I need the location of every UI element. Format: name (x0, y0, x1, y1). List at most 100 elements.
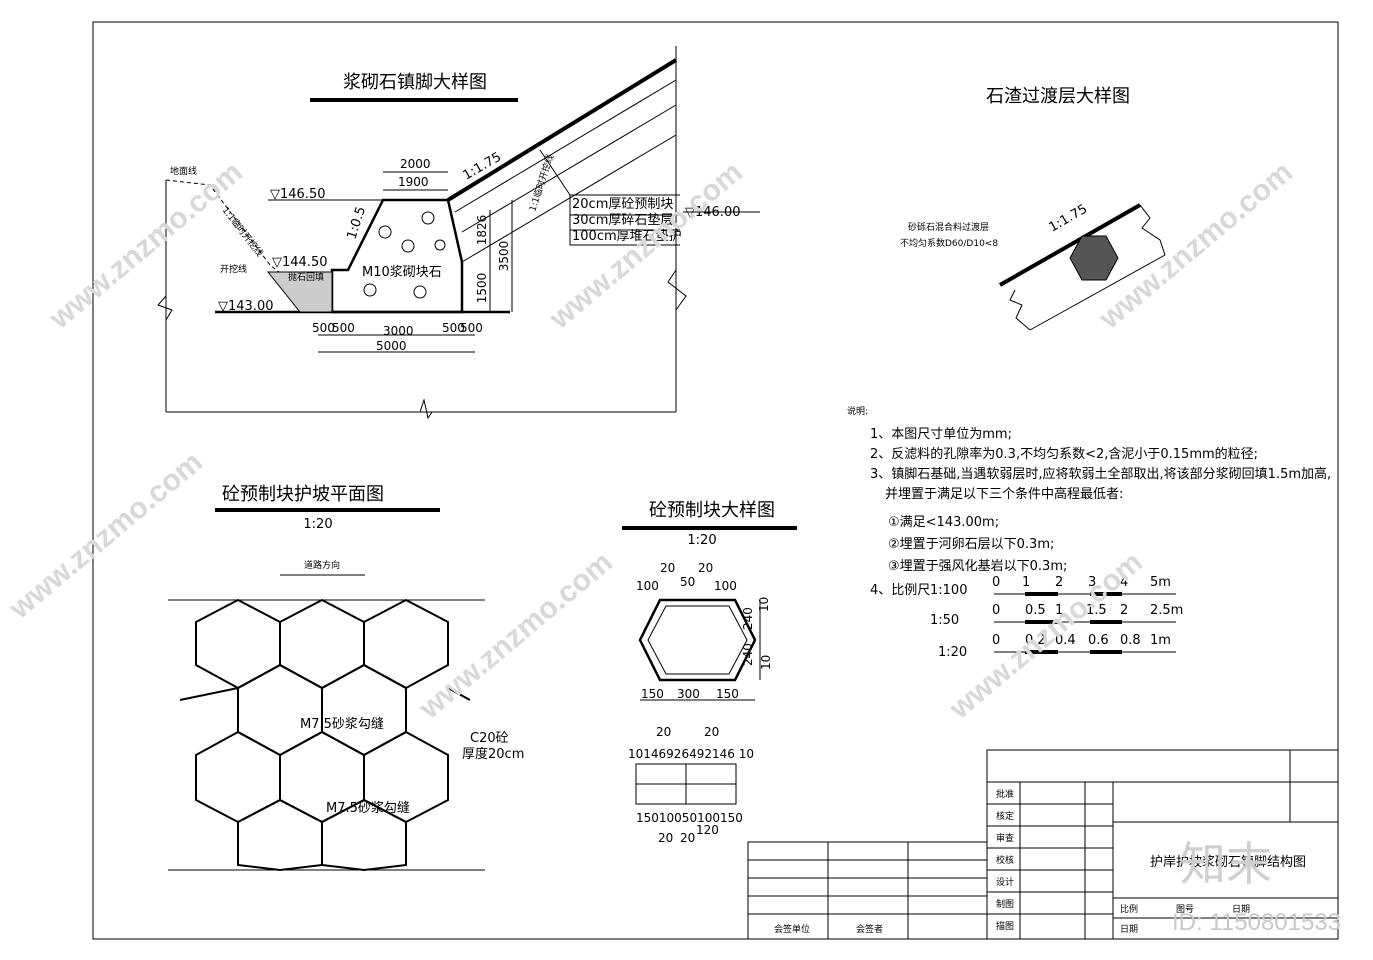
block-detail: 砼预制块大样图 1:20 20 20 100 50 100 10 240 240… (622, 500, 797, 845)
svg-text:1:20: 1:20 (938, 645, 967, 660)
plan-scale: 1:20 (303, 517, 332, 532)
hex-grid (179, 598, 471, 872)
svg-text:1: 1 (1022, 575, 1030, 590)
tb-label-2: 日期 (1232, 904, 1250, 915)
sec-bottom: 15010050100150 (636, 811, 743, 825)
svg-text:2: 2 (1055, 575, 1063, 590)
note-3: 3、镇脚石基础,当遇软弱层时,应将软弱土全部取出,将该部分浆砌回填1.5m加高, (870, 466, 1331, 482)
block-dim-bottom-2: 300 (677, 687, 700, 701)
svg-text:0.5: 0.5 (1025, 603, 1046, 618)
role-7: 描图 (996, 920, 1014, 932)
svg-text:1:100: 1:100 (930, 583, 967, 598)
block-title: 砼预制块大样图 (649, 500, 775, 521)
note-1: 1、本图尺寸单位为mm; (870, 427, 1012, 442)
block-dim-right-1: 10 (757, 597, 771, 612)
ground-line-label: 地面线 (170, 165, 197, 177)
plan-title: 砼预制块护坡平面图 (222, 484, 384, 505)
note-4: 4、比例尺 (870, 583, 930, 598)
dim-500-a: 500 (312, 321, 335, 335)
svg-text:2: 2 (1120, 603, 1128, 618)
transition-label-2: 不均匀系数D60/D10<8 (900, 237, 998, 249)
layer-2: 30cm厚碎石垫层 (572, 212, 673, 228)
watermark-text-2: www.znzmo.com (543, 155, 749, 336)
svg-text:1.5: 1.5 (1086, 603, 1107, 618)
elev-144-50: ▽144.50 (272, 255, 328, 270)
block-dim-top-4: 50 (680, 575, 695, 589)
elev-146-50: ▽146.50 (270, 187, 326, 202)
dim-500-d: 500 (460, 321, 483, 335)
svg-text:4: 4 (1120, 575, 1128, 590)
svg-text:0: 0 (992, 633, 1000, 648)
scale-bar-1-20: 1:20 0 0.2 0.4 0.6 0.8 1m (938, 633, 1176, 660)
transition-slope: 1:1.75 (1047, 202, 1091, 236)
notes: 说明: 1、本图尺寸单位为mm; 2、反滤料的孔隙率为0.3,不均匀系数<2,含… (847, 405, 1331, 660)
role-6: 制图 (996, 898, 1014, 910)
dim-2000: 2000 (400, 157, 431, 171)
drawing-title: 护岸护坡浆砌石镇脚结构图 (1150, 854, 1306, 870)
svg-text:0.8: 0.8 (1120, 633, 1141, 648)
sheet-border (92, 21, 1339, 940)
role-1: 批准 (996, 788, 1014, 800)
block-dim-top-1: 20 (660, 561, 675, 575)
temp-slope-label-2: 1:1临时开挖线 (526, 153, 556, 213)
plan-view: 砼预制块护坡平面图 1:20 道路方向 M7.5砂浆勾缝 M7.5砂浆勾缝 C2… (168, 484, 524, 872)
mortar-label-2: M7.5砂浆勾缝 (326, 801, 410, 816)
transition-hex (1069, 235, 1119, 281)
dim-3000: 3000 (383, 324, 414, 338)
svg-text:1:50: 1:50 (930, 613, 959, 628)
sec-bottom-2c: 20 (680, 831, 695, 845)
note-2: 2、反滤料的孔隙率为0.3,不均匀系数<2,含泥小于0.15mm的粒径; (870, 446, 1258, 462)
block-dim-right-3: 240 (741, 643, 755, 666)
sec-row: 10146926492146 10 (628, 747, 754, 761)
role-3: 审查 (996, 832, 1014, 844)
dim-500-c: 500 (442, 321, 465, 335)
rubble-label: 抛石回填 (288, 271, 324, 283)
svg-text:1: 1 (1055, 603, 1063, 618)
watermark-text-4: www.znzmo.com (3, 445, 209, 626)
transition-label-1: 砂砾石混合料过渡层 (908, 221, 989, 233)
sec-top-2: 20 (704, 725, 719, 739)
role-4: 校核 (996, 854, 1014, 866)
note-3-1: ①满足<143.00m; (888, 515, 999, 530)
dim-1500: 1500 (475, 273, 489, 304)
rubble-fill (266, 271, 333, 313)
tb-label-4: 日期 (1120, 924, 1138, 935)
block-dim-top-2: 20 (698, 561, 713, 575)
sec-bottom-2a: 120 (696, 823, 719, 837)
notes-heading: 说明: (847, 405, 868, 417)
svg-text:0.4: 0.4 (1055, 633, 1076, 648)
note-3-3: ③埋置于强风化基岩以下0.3m; (888, 559, 1067, 574)
block-dim-top-3: 100 (636, 579, 659, 593)
svg-text:5m: 5m (1150, 575, 1171, 590)
sign-label-1: 会签单位 (774, 923, 810, 935)
sign-label-2: 会签者 (856, 923, 883, 935)
svg-text:2.5m: 2.5m (1150, 603, 1183, 618)
masonry-body (330, 198, 464, 314)
dim-5000: 5000 (376, 339, 407, 353)
masonry-label: M10浆砌块石 (362, 265, 442, 280)
road-direction-label: 道路方向 (304, 559, 340, 571)
svg-text:0: 0 (992, 603, 1000, 618)
block-dim-bottom-1: 150 (641, 687, 664, 701)
note-3-2: ②埋置于河卵石层以下0.3m; (888, 537, 1054, 552)
svg-text:0.2: 0.2 (1025, 633, 1046, 648)
elev-143-00: ▽143.00 (218, 299, 274, 314)
scale-bar-1-100: 1:100 0 1 2 3 4 5m (930, 575, 1176, 598)
role-2: 核定 (996, 810, 1014, 822)
tb-label-1: 比例 (1120, 903, 1138, 915)
note-3b: 并埋置于满足以下三个条件中高程最低者: (885, 486, 1123, 502)
block-dim-right-4: 10 (759, 655, 773, 670)
excavation-line-label: 开挖线 (220, 263, 247, 275)
watermark-text-5: www.znzmo.com (413, 545, 619, 726)
scale-bar-1-50: 1:50 0 0.5 1 1.5 2 2.5m (930, 603, 1183, 628)
sec-bottom-2b: 20 (658, 831, 673, 845)
layer-1: 20cm厚砼预制块 (572, 197, 673, 212)
dim-3500: 3500 (497, 241, 511, 272)
thickness-label: 厚度20cm (462, 746, 524, 762)
block-scale: 1:20 (687, 533, 716, 548)
transition-title: 石渣过渡层大样图 (986, 86, 1130, 107)
tb-label-3: 图号 (1176, 904, 1194, 915)
block-dim-right-2: 240 (741, 607, 755, 630)
svg-text:1m: 1m (1150, 633, 1171, 648)
